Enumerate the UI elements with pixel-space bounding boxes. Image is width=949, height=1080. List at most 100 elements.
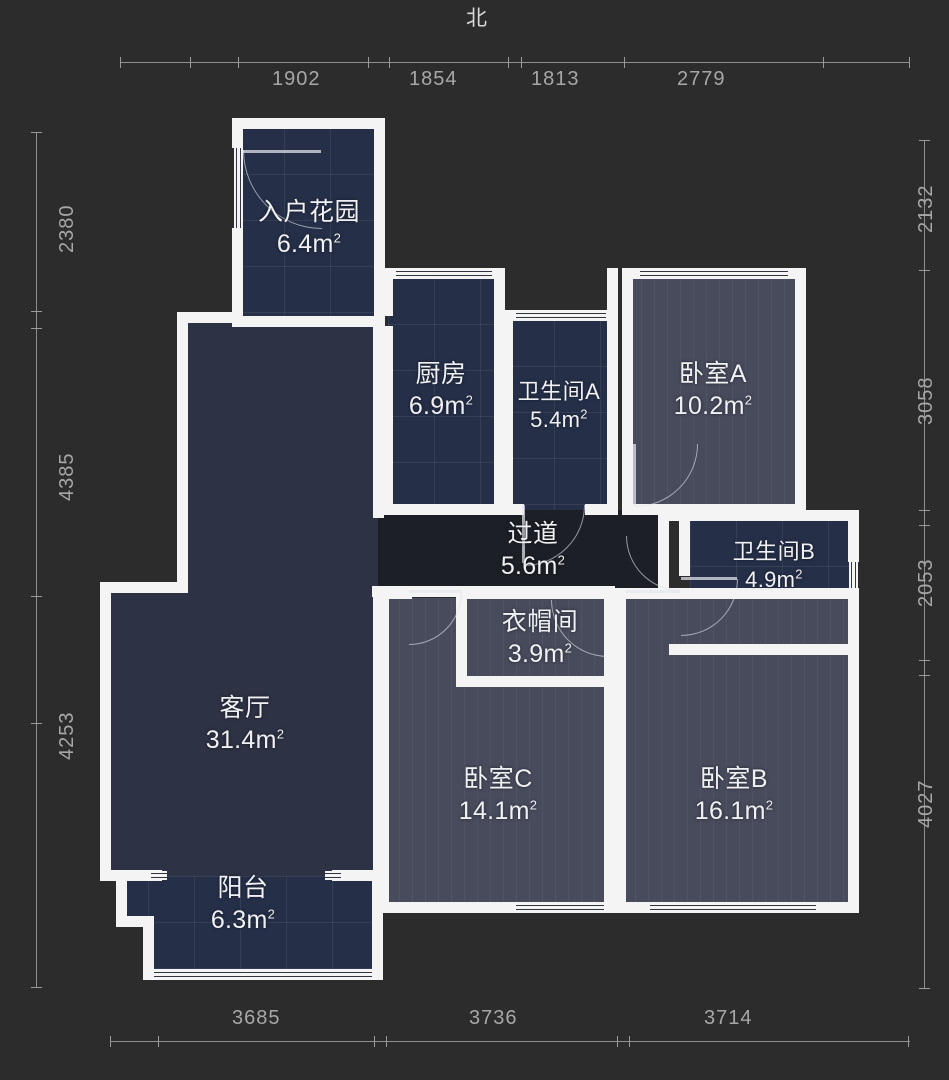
dimension-line-bottom	[110, 1041, 910, 1042]
wall-bathroom-a-bottom-right	[585, 504, 618, 515]
dimension-tick	[120, 57, 121, 68]
dimension-tick	[31, 328, 42, 329]
wall-bedroom-a-bottom	[622, 504, 806, 515]
dimension-left-2: 4253	[56, 711, 78, 761]
dimension-top-0: 1902	[272, 68, 321, 90]
dimension-line-top	[120, 62, 910, 63]
dimension-tick	[158, 1036, 159, 1047]
wall-living-step	[100, 582, 188, 593]
dimension-tick	[508, 57, 509, 68]
wall-kitchen-right	[494, 268, 505, 514]
wall-bathroom-b-top	[669, 510, 859, 521]
dimension-tick	[389, 57, 390, 68]
wall-living-bottom-left	[100, 870, 162, 881]
wall-kitchen-left-upper	[382, 268, 393, 316]
wall-kitchen-left-lower	[382, 326, 393, 482]
wall-balcony-right	[372, 870, 383, 980]
wall-living-top	[177, 312, 239, 323]
dimension-bottom-0: 3685	[232, 1007, 281, 1029]
wall-bedroom-c-bottom	[378, 902, 615, 913]
wall-bedroom-c-left	[378, 588, 389, 912]
dimension-tick	[238, 57, 239, 68]
dimension-tick	[919, 270, 930, 271]
living-balcony-door-left[interactable]	[151, 871, 167, 880]
kitchen-window[interactable]	[396, 269, 492, 278]
balcony-window[interactable]	[154, 970, 372, 979]
wall-living-left-upper	[177, 312, 188, 592]
dimension-tick	[624, 57, 625, 68]
room-floor-living-room-lower	[106, 588, 378, 876]
wall-bathroom-a-left	[502, 310, 513, 515]
wall-balcony-left-upper	[116, 870, 127, 926]
wall-closet-left	[456, 588, 467, 686]
dimension-tick	[919, 660, 930, 661]
dimension-top-2: 1813	[531, 68, 580, 90]
dimension-tick	[919, 140, 930, 141]
bedroom-b-door-leaf[interactable]	[626, 590, 680, 593]
wall-kitchen-left-foot	[382, 482, 393, 514]
wall-entry-garden-left-upper	[232, 118, 243, 148]
dimension-tick	[521, 57, 522, 68]
wall-bedroom-c-right-lower	[604, 676, 615, 912]
wall-entry-garden-bottom	[232, 316, 384, 327]
wall-living-bottom-right	[332, 870, 384, 881]
dimension-tick	[919, 988, 930, 989]
wall-bedroom-c-top-left	[378, 588, 412, 599]
dimension-line-right	[924, 140, 925, 988]
dimension-tick	[908, 1036, 909, 1047]
wall-bathroom-a-right	[607, 268, 618, 515]
room-floor-bedroom-a	[628, 278, 798, 510]
wall-bedroom-b-right	[848, 588, 859, 912]
dimension-bottom-1: 3736	[469, 1007, 518, 1029]
bedroom-c-door-leaf[interactable]	[409, 590, 461, 593]
dimension-tick	[31, 987, 42, 988]
dimension-bottom-2: 3714	[704, 1007, 753, 1029]
wall-entry-garden-top	[232, 118, 384, 129]
dimension-tick	[919, 525, 930, 526]
dimension-tick	[386, 1036, 387, 1047]
compass-north-label: 北	[466, 7, 487, 30]
wall-bathroom-b-left-upper	[679, 510, 690, 576]
wall-bathroom-b-bottom	[669, 644, 859, 655]
dimension-tick	[909, 57, 910, 68]
wall-living-right-upper	[373, 322, 384, 518]
wall-bathroom-a-bottom-left	[502, 504, 524, 515]
bedroom-a-door-leaf[interactable]	[633, 444, 636, 506]
living-balcony-door-right[interactable]	[325, 871, 341, 880]
bathroom-b-door-leaf[interactable]	[681, 577, 737, 580]
bedroom-a-window[interactable]	[640, 269, 788, 278]
bedroom-c-window[interactable]	[516, 903, 604, 912]
wall-kitchen-bottom	[382, 504, 504, 515]
room-floor-bathroom-a	[508, 320, 612, 510]
wall-balcony-left-lower	[143, 916, 154, 980]
dimension-tick	[31, 723, 42, 724]
dimension-tick	[374, 1036, 375, 1047]
dimension-tick	[629, 1036, 630, 1047]
dimension-right-1: 3058	[915, 376, 937, 426]
dimension-top-1: 1854	[409, 68, 458, 90]
wall-balcony-step	[116, 916, 154, 927]
dimension-tick	[919, 215, 930, 216]
dimension-top-3: 2779	[677, 68, 726, 90]
bedroom-b-window[interactable]	[650, 903, 816, 912]
wall-closet-top	[456, 588, 616, 599]
entry-door-opening[interactable]	[234, 148, 243, 228]
wall-bedroom-a-right	[795, 268, 806, 515]
dimension-tick	[110, 1036, 111, 1047]
wall-bedroom-c-right-upper	[604, 588, 615, 688]
wall-entry-garden-right	[374, 118, 385, 326]
dimension-left-1: 4385	[56, 452, 78, 502]
dimension-tick	[617, 1036, 618, 1047]
bathroom-a-window[interactable]	[516, 311, 606, 320]
dimension-right-3: 4027	[915, 779, 937, 829]
room-floor-kitchen	[388, 278, 498, 508]
wall-closet-bottom	[456, 676, 616, 687]
bathroom-a-door-leaf[interactable]	[522, 505, 525, 563]
wall-living-left-lower	[100, 582, 111, 880]
wall-bathroom-b-right	[848, 510, 859, 562]
room-floor-bedroom-c-lower	[386, 686, 610, 912]
wall-entry-garden-left-lower	[232, 228, 243, 326]
dimension-tick	[919, 675, 930, 676]
dimension-tick	[190, 57, 191, 68]
dimension-line-left	[36, 132, 37, 987]
